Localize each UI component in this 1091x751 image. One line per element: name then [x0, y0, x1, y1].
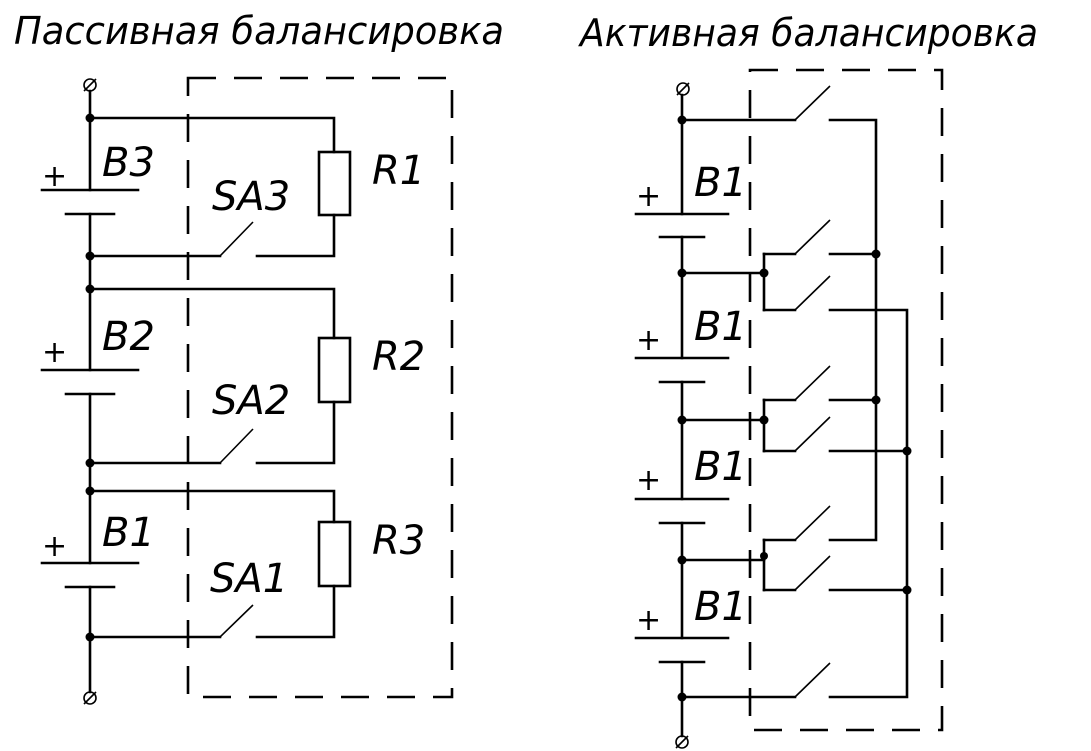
balancing-loop-1	[85, 113, 352, 261]
battery-b2	[40, 368, 140, 396]
resistor-label: R3	[372, 518, 425, 564]
active-title: Активная балансировка	[577, 11, 1038, 55]
switch-sa2	[219, 428, 254, 464]
battery-label: B1	[102, 510, 155, 556]
resistor-r3	[317, 520, 352, 588]
battery-label: B2	[102, 314, 155, 360]
switch-bottom	[677, 588, 909, 702]
battery-plus-sign: +	[636, 463, 661, 498]
terminal-bottom-icon	[83, 691, 97, 705]
switch-pair-1	[677, 219, 909, 592]
switch-top	[677, 85, 878, 402]
balancing-loop-2	[85, 284, 352, 468]
battery-3	[634, 497, 730, 525]
switch-sa1	[219, 604, 254, 638]
active-enclosure	[748, 68, 944, 732]
battery-label: B3	[102, 140, 155, 186]
resistor-label: R2	[372, 334, 425, 380]
battery-plus-sign: +	[636, 179, 661, 214]
resistor-label: R1	[372, 148, 425, 194]
switch-label: SA3	[212, 174, 290, 220]
battery-4	[634, 636, 730, 664]
battery-plus-sign: +	[636, 323, 661, 358]
passive-enclosure	[186, 76, 454, 699]
battery-plus-sign: +	[42, 335, 67, 370]
battery-plus-sign: +	[42, 529, 67, 564]
battery-b3	[40, 188, 140, 216]
battery-b1	[40, 561, 140, 589]
switch-label: SA2	[212, 378, 290, 424]
battery-label: B1	[694, 444, 747, 490]
terminal-top-icon	[83, 78, 97, 92]
switch-label: SA1	[210, 556, 288, 602]
balancing-loop-3	[85, 486, 352, 642]
battery-label: B1	[694, 584, 747, 630]
terminal-bottom-icon	[675, 735, 689, 749]
switch-pair-2	[677, 365, 912, 456]
resistor-r2	[317, 336, 352, 404]
battery-label: B1	[694, 160, 747, 206]
active-balancing-diagram: Активная балансировка + B1 + B1	[577, 11, 1038, 749]
switch-sa3	[219, 221, 254, 257]
switch-pair-3	[677, 398, 912, 595]
passive-balancing-diagram: Пассивная балансировка + B3 + B2	[14, 9, 504, 705]
battery-plus-sign: +	[42, 159, 67, 194]
passive-title: Пассивная балансировка	[14, 9, 504, 53]
resistor-r1	[317, 150, 352, 217]
battery-2	[634, 356, 730, 384]
terminal-top-icon	[676, 82, 690, 96]
battery-label: B1	[694, 304, 747, 350]
battery-1	[634, 212, 730, 239]
battery-plus-sign: +	[636, 603, 661, 638]
